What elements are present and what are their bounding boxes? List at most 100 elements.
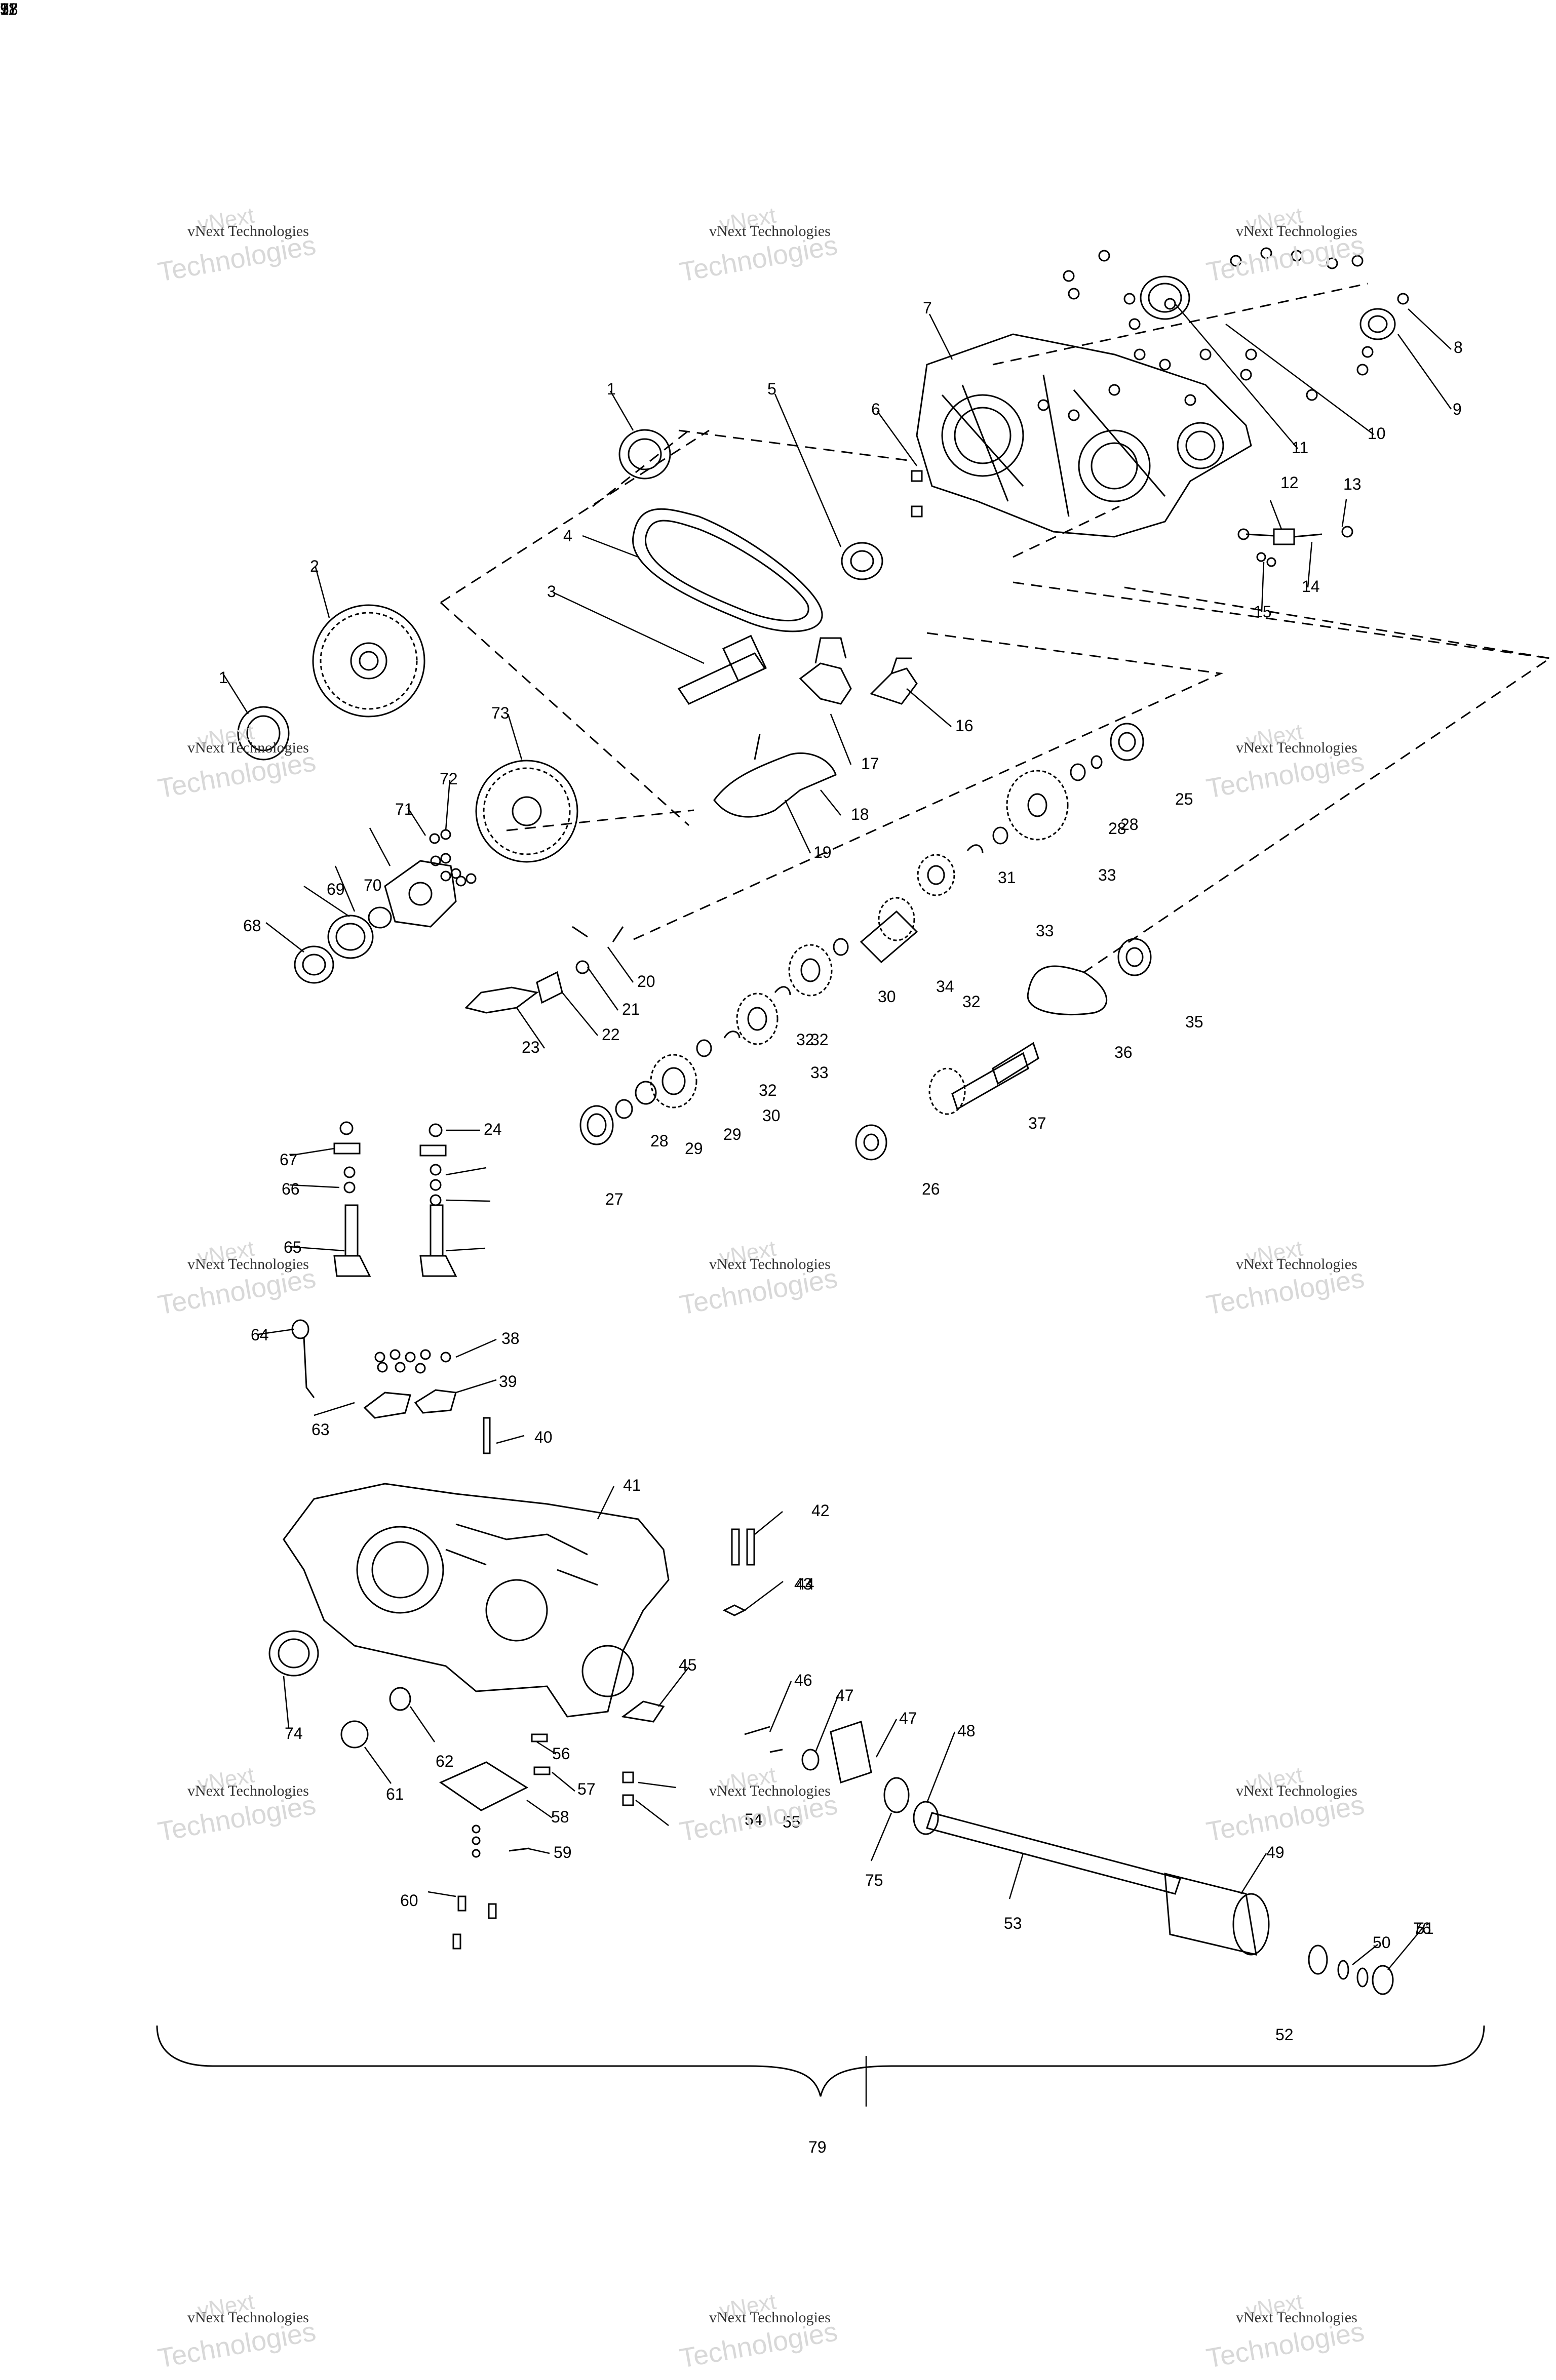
part-6-dowel-pins: [911, 470, 923, 518]
callout-number: 4: [563, 527, 572, 545]
watermark-text: vNext Technologies: [187, 2309, 309, 2326]
part-1-seal: [618, 429, 671, 480]
callout-number: 21: [622, 1000, 640, 1018]
callout-number: 30: [762, 1106, 781, 1125]
callout-number: 34: [936, 977, 954, 996]
callout-number: 76: [1413, 1919, 1431, 1937]
part-75-plate: [384, 860, 457, 928]
callout-number: 44: [796, 1575, 814, 1593]
callout-number: 33: [1098, 866, 1116, 884]
callout-number: 38: [501, 1329, 520, 1347]
callout-number: 64: [251, 1326, 269, 1344]
callout-number: 39: [499, 1372, 517, 1391]
callout-number: 16: [955, 717, 974, 735]
part-42-44-parts: [291, 1319, 491, 1454]
callout-number: 13: [1343, 475, 1362, 493]
callout-number: 22: [602, 1025, 620, 1044]
callout-number: 65: [284, 1238, 302, 1256]
callout-number: 27: [605, 1190, 624, 1208]
callout-number: 48: [957, 1722, 976, 1740]
part-72-74-bearings: [294, 906, 392, 984]
callout-number: 45: [679, 1656, 697, 1674]
callout-number: 11: [1292, 439, 1309, 457]
callout-number: 55: [783, 1813, 801, 1831]
part-45-crankcase: [283, 1483, 670, 1718]
callout-number: 51: [1416, 1919, 1434, 1937]
callout-number: 73: [491, 704, 510, 722]
callout-number: 5: [0, 0, 9, 18]
watermark-text: vNext Technologies: [709, 2309, 831, 2326]
callout-number: 35: [1185, 1013, 1203, 1031]
watermark-text: vNext Technologies: [1236, 2309, 1357, 2326]
callout-number: 78: [0, 0, 18, 18]
watermark-text: vNext Technologies: [187, 223, 309, 240]
part-18-19-bracket: [713, 734, 837, 818]
callout-number: 19: [813, 843, 832, 861]
part-11-seal: [1140, 275, 1190, 320]
callout-number: 24: [484, 1120, 502, 1138]
callout-number: 74: [285, 1724, 303, 1742]
callout-number: 70: [364, 876, 382, 894]
callout-number: 1: [219, 668, 228, 687]
callout-number: 7: [923, 299, 932, 317]
part-3-shaft: [677, 634, 767, 705]
callout-number: 8: [1454, 338, 1463, 356]
part-20-23-shift-lever: [464, 926, 624, 1014]
part-16-17-shift-forks: [799, 637, 918, 705]
part-57-output-shaft: [926, 1812, 1394, 1995]
callout-number: 43: [794, 1575, 812, 1593]
callout-number: 69: [327, 880, 345, 898]
part-49-52-flange: [744, 1721, 939, 1835]
callout-number: 9: [1453, 400, 1462, 418]
part-5-bearing: [841, 542, 883, 580]
callout-number: 68: [243, 917, 261, 935]
callout-number: 40: [534, 1428, 553, 1446]
callout-number: 6: [871, 400, 880, 418]
watermark-text: vNext Technologies: [1236, 1782, 1357, 1799]
part-39-41-shaft-assembly: [855, 938, 1152, 1161]
callout-number: 15: [1254, 603, 1272, 621]
callout-number: 28: [650, 1132, 669, 1150]
callout-number: 32: [962, 993, 981, 1011]
callout-number: 25: [1175, 790, 1193, 808]
callout-number: 66: [282, 1180, 300, 1198]
watermark-text: vNext Technologies: [187, 1256, 309, 1273]
watermark-text: vNext Technologies: [709, 1256, 831, 1273]
watermark-text: vNext Technologies: [1236, 739, 1357, 756]
gear-stack: [579, 723, 1144, 1145]
part-60-66-small-parts: [340, 1687, 634, 1950]
watermark-text: vNext Technologies: [709, 1782, 831, 1799]
callout-number: 26: [922, 1180, 940, 1198]
callout-number: 33: [1036, 922, 1054, 940]
callout-number: 17: [861, 755, 879, 773]
watermark-text: vNext Technologies: [1236, 223, 1357, 240]
callout-number: 77: [0, 0, 18, 18]
callout-number: 63: [312, 1420, 330, 1439]
callout-number: 61: [386, 1785, 404, 1803]
callout-number: 2: [310, 557, 319, 575]
callout-number: 50: [1373, 1933, 1391, 1952]
part-1-seal-lower: [237, 706, 290, 761]
callout-number: 32: [796, 1030, 814, 1049]
callout-number: 28: [1120, 815, 1139, 834]
callout-number: 18: [851, 805, 869, 823]
callout-number: 71: [395, 800, 413, 818]
callout-number: 59: [554, 1843, 572, 1861]
callout-number: 53: [1004, 1914, 1022, 1932]
watermark-text: vNext Technologies: [709, 223, 831, 240]
callout-number: 47: [899, 1709, 917, 1727]
part-11-seal-lower: [268, 1630, 319, 1677]
assembly-guide-lines: [440, 283, 1552, 973]
callout-number: 46: [794, 1671, 812, 1689]
callout-number: 47: [836, 1686, 854, 1704]
callout-number: 20: [637, 972, 655, 990]
callout-number: 60: [400, 1891, 418, 1910]
